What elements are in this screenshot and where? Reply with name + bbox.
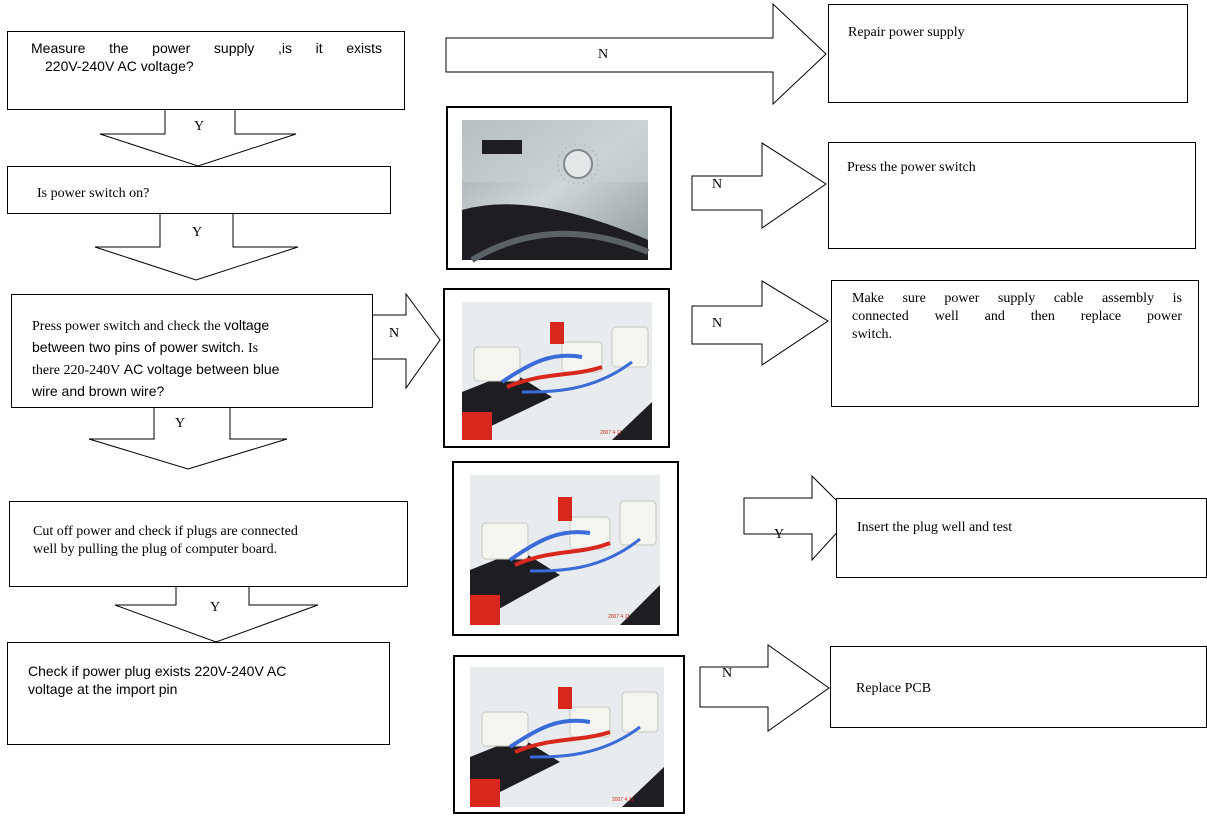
question-4-line-2: well by pulling the plug of computer boa… <box>33 542 278 557</box>
question-box-2: Is power switch on? <box>7 166 391 214</box>
question-1-line-1: Measure the power supply ,is it exists <box>31 40 382 56</box>
photo-frame-wiring-2: 2007 4 11 <box>452 461 679 636</box>
question-5-line-1: Check if power plug exists 220V-240V AC <box>28 663 287 679</box>
action-box-2: Press the power switch <box>828 142 1196 249</box>
red-tab <box>558 687 572 709</box>
question-box-3: Press power switch and check the voltage… <box>11 294 373 408</box>
photo-date-stamp: 2007 4 11 <box>600 430 622 436</box>
yes-arrow-3-label: Y <box>175 416 185 431</box>
white-plug-icon <box>481 522 529 560</box>
question-3-line-1-a: Press power switch and check the <box>32 319 225 334</box>
photo-frame-wiring-1: 2007 4 11 <box>443 288 670 448</box>
photo-date-stamp: 2007 4 11 <box>608 614 630 620</box>
question-box-1: Measure the power supply ,is it exists 2… <box>7 31 405 110</box>
yes-arrow-1-label: Y <box>194 119 204 134</box>
red-block <box>470 779 500 807</box>
question-5-line-2: voltage at the import pin <box>28 681 178 697</box>
dark-corner <box>612 402 652 440</box>
blue-wire <box>508 530 591 562</box>
red-tab <box>558 497 572 521</box>
red-tab <box>550 322 564 344</box>
control-panel-photo <box>462 120 650 263</box>
white-plug-3-icon <box>611 326 649 368</box>
yes-arrow-side-4-label: Y <box>774 527 784 542</box>
photo-date-stamp: 2007 4 11 <box>612 797 634 803</box>
no-arrow-5-label: N <box>722 666 732 681</box>
blue-wire-2 <box>521 360 633 394</box>
no-arrow-2 <box>691 142 827 229</box>
red-wire <box>514 730 611 754</box>
wiring-photo-3: 2007 4 11 <box>470 667 664 807</box>
no-arrow-3b <box>691 280 829 366</box>
dark-corner <box>620 585 660 625</box>
no-arrow-1-label: N <box>598 47 608 62</box>
question-3-line-2-b: Is <box>247 341 259 356</box>
question-3-line-1: Press power switch and check the voltage <box>32 315 366 337</box>
blue-wire <box>508 718 591 749</box>
panel-display-icon <box>482 140 522 154</box>
question-2-text: Is power switch on? <box>37 186 150 201</box>
yes-arrow-2 <box>94 214 299 281</box>
question-box-5: Check if power plug exists 220V-240V AC … <box>7 642 390 745</box>
question-box-4: Cut off power and check if plugs are con… <box>9 501 408 587</box>
action-box-5: Replace PCB <box>830 646 1207 728</box>
question-3-line-2-a: between two pins of power switch. <box>32 339 245 355</box>
question-3-line-3: there 220-240V AC voltage between blue <box>32 359 366 381</box>
red-block <box>462 412 492 440</box>
dial-ticks-icon <box>557 143 599 185</box>
blue-wire-2 <box>529 725 641 759</box>
white-plug-3-icon <box>621 691 659 733</box>
red-block <box>470 595 500 625</box>
question-4-line-1: Cut off power and check if plugs are con… <box>33 524 298 539</box>
white-plug-icon <box>481 711 529 747</box>
dark-corner <box>622 767 664 807</box>
red-wire <box>506 365 603 389</box>
action-3-line-3: switch. <box>852 327 893 342</box>
wiring-photo-1: 2007 4 11 <box>462 302 652 440</box>
no-arrow-3b-label: N <box>712 316 722 331</box>
action-box-4: Insert the plug well and test <box>836 498 1207 578</box>
yes-arrow-side-4 <box>743 474 853 562</box>
yes-arrow-4-label: Y <box>210 600 220 615</box>
blue-wire <box>500 353 583 384</box>
red-wire <box>514 541 611 567</box>
yes-arrow-2-label: Y <box>192 225 202 240</box>
wiring-photo-2: 2007 4 11 <box>470 475 660 625</box>
no-arrow-2-label: N <box>712 177 722 192</box>
no-arrow-1 <box>445 2 827 106</box>
blue-wire-2 <box>529 537 641 573</box>
question-1-line-2: 220V-240V AC voltage? <box>31 57 382 75</box>
question-3-line-3-a: there 220-240V <box>32 363 121 378</box>
door-rim <box>470 230 650 263</box>
question-3-line-4: wire and brown wire? <box>32 383 165 399</box>
question-3-line-2: between two pins of power switch. Is <box>32 337 366 359</box>
action-box-1: Repair power supply <box>828 4 1188 103</box>
action-1-text: Repair power supply <box>848 25 965 40</box>
no-arrow-3a <box>371 292 441 390</box>
white-plug-3-icon <box>619 500 657 546</box>
action-3-line-2: connected well and then replace power <box>852 309 1182 324</box>
photo-frame-control-panel <box>446 106 672 270</box>
yes-arrow-3 <box>88 408 288 470</box>
white-plug-icon <box>473 346 521 382</box>
no-arrow-5 <box>699 644 830 732</box>
program-dial-icon <box>563 149 593 179</box>
action-5-text: Replace PCB <box>856 681 932 696</box>
action-2-text: Press the power switch <box>847 160 976 175</box>
action-box-3: Make sure power supply cable assembly is… <box>831 280 1199 407</box>
question-3-line-1-b: voltage <box>224 317 270 333</box>
question-1-line-2-text: 220V-240V AC voltage? <box>45 58 194 74</box>
question-3-line-3-b: AC voltage between blue <box>123 361 280 377</box>
no-arrow-3a-label: N <box>389 326 399 341</box>
action-3-line-1: Make sure power supply cable assembly is <box>852 291 1182 306</box>
photo-frame-wiring-3: 2007 4 11 <box>453 655 685 814</box>
action-4-text: Insert the plug well and test <box>857 520 1013 535</box>
